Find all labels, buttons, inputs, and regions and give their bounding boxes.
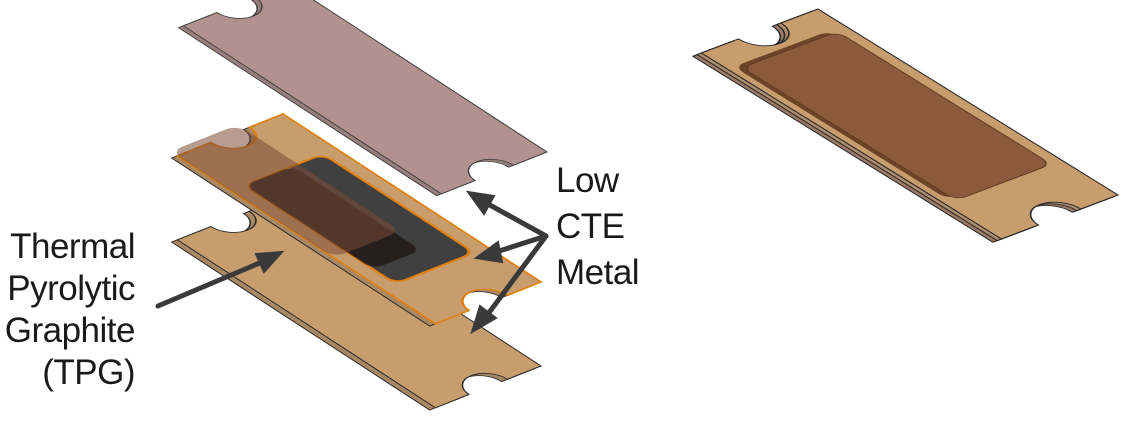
- metal-arrow-bottom: [485, 233, 549, 317]
- metal-label: Low CTE Metal: [556, 161, 640, 292]
- metal-label-line-1: Low: [556, 161, 620, 200]
- tpg-label-line-1: Thermal: [10, 227, 135, 266]
- metal-arrow-top: [485, 201, 549, 239]
- metal-arrow-middle: [493, 233, 549, 255]
- metal-arrow-middle-head: [473, 240, 504, 264]
- annotation-arrows: [155, 190, 549, 335]
- tpg-label-line-2: Pyrolytic: [7, 269, 135, 308]
- exploded-view: [170, 0, 548, 411]
- tpg-label-line-4: (TPG): [42, 353, 135, 392]
- tpg-label-line-3: Graphite: [5, 311, 135, 350]
- metal-label-line-2: CTE: [556, 207, 625, 246]
- metal-arrow-bottom-head: [470, 304, 498, 335]
- metal-arrow-top-head: [465, 190, 496, 216]
- metal-label-line-3: Metal: [556, 253, 639, 292]
- top-plate-tint: [176, 127, 395, 255]
- assembled-view: [692, 8, 1119, 244]
- tpg-arrow: [155, 259, 265, 309]
- tpg-arrow-head: [254, 250, 285, 274]
- assembled-core: [746, 33, 1047, 199]
- tpg-label: Thermal Pyrolytic Graphite (TPG): [5, 227, 136, 392]
